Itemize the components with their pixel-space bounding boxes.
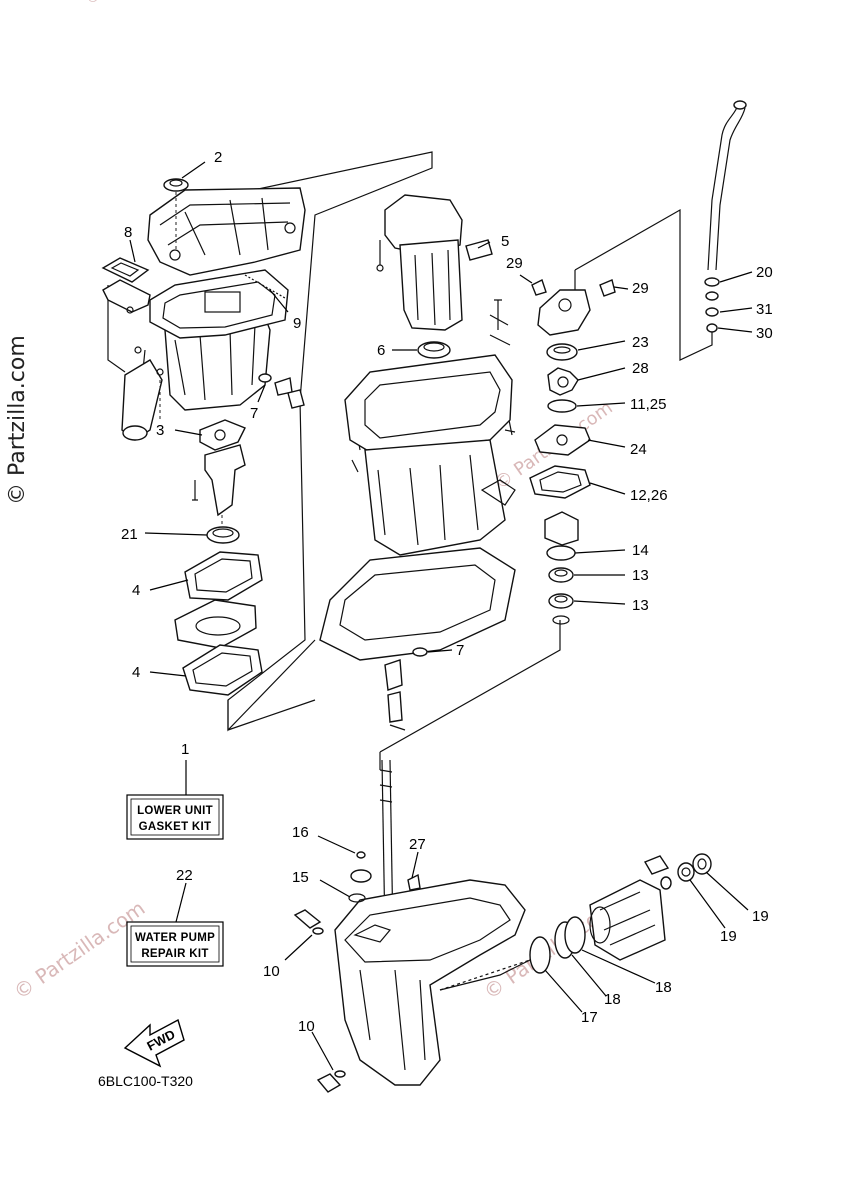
seal-part-6	[417, 341, 451, 359]
watermark-main: © Partzilla.com	[5, 335, 30, 505]
bolt-part-7-upper	[258, 373, 305, 409]
forward-arrow: FWD	[123, 1018, 185, 1068]
callout-12-26: 12,26	[630, 487, 668, 504]
callout-7-lower: 7	[456, 642, 464, 659]
kit-ref-22: 22	[176, 867, 193, 884]
kit-ref-1: 1	[181, 741, 189, 758]
kit-label-1: 1 LOWER UNIT GASKET KIT	[126, 741, 224, 840]
callout-9: 9	[293, 315, 301, 332]
callout-5: 5	[501, 233, 509, 250]
callout-3: 3	[156, 422, 164, 439]
water-pump-housing	[531, 279, 616, 336]
impeller-part-28	[547, 367, 579, 396]
leader-lines	[129, 161, 753, 1071]
plate-part-24	[534, 424, 591, 456]
callout-11-25: 11,25	[630, 396, 666, 413]
gasket-part-4-upper	[184, 551, 263, 601]
water-tube	[704, 100, 747, 333]
bolt-part-10-lower	[316, 1070, 346, 1093]
damper-part-5	[465, 239, 493, 261]
pump-base	[544, 511, 579, 546]
kit-22-line-2: REPAIR KIT	[141, 948, 208, 960]
exhaust-housing	[319, 354, 516, 661]
o-ring-part-17	[529, 936, 551, 974]
propeller-shaft-housing	[439, 855, 672, 991]
gasket-part-12-26	[529, 465, 591, 499]
callout-29-left: 29	[506, 255, 523, 272]
bolt-part-10-upper	[293, 909, 324, 935]
exhaust-guide-parts	[121, 346, 164, 441]
upper-casing-assembly	[147, 187, 306, 411]
callout-13-upper: 13	[632, 567, 649, 584]
seal-part-21	[206, 526, 240, 544]
callout-15: 15	[292, 869, 309, 886]
o-ring-part-11-25	[547, 399, 577, 413]
callout-29-right: 29	[632, 280, 649, 297]
seal-part-13-lower	[548, 593, 574, 625]
callout-16: 16	[292, 824, 309, 841]
callout-30: 30	[756, 325, 773, 342]
gasket-part-4-lower	[182, 644, 263, 696]
callout-21: 21	[121, 526, 138, 543]
seal-part-19-b	[692, 853, 712, 875]
seal-part-13-upper	[548, 567, 574, 583]
center-upper-casing	[376, 194, 463, 331]
callout-10-lower: 10	[298, 1018, 315, 1035]
callout-8: 8	[124, 224, 132, 241]
kit-22-line-1: WATER PUMP	[135, 932, 215, 944]
callout-4-upper: 4	[132, 582, 140, 599]
gear-case	[334, 879, 531, 1086]
small-parts-15-16-27	[348, 851, 421, 903]
callout-31: 31	[756, 301, 773, 318]
insert-part-23	[546, 343, 578, 361]
callout-19-left: 19	[720, 928, 737, 945]
callout-7-upper: 7	[250, 405, 258, 422]
callout-numbers: 2 8 9 7 3 21 4 4 5 6 7 29 29 20 31 30 23…	[121, 149, 773, 1035]
faint-watermarks: © Partzilla.com © Partzilla.com © Partzi…	[9, 0, 619, 1004]
callout-27: 27	[409, 836, 426, 853]
callout-20: 20	[756, 264, 773, 281]
callout-19-right: 19	[752, 908, 769, 925]
callout-14: 14	[632, 542, 649, 559]
diagram-code: 6BLC100-T320	[98, 1073, 193, 1089]
kit-label-22: 22 WATER PUMP REPAIR KIT	[126, 867, 224, 967]
callout-23: 23	[632, 334, 649, 351]
callout-24: 24	[630, 441, 647, 458]
callout-2: 2	[214, 149, 222, 166]
callout-18-right: 18	[655, 979, 672, 996]
drive-shaft-upper	[384, 647, 428, 731]
o-ring-part-18-b	[564, 916, 586, 954]
plate-part-8	[101, 257, 151, 314]
callout-4-lower: 4	[132, 664, 140, 681]
callout-18-left: 18	[604, 991, 621, 1008]
o-ring-part-14	[546, 545, 576, 561]
callout-28: 28	[632, 360, 649, 377]
callout-17: 17	[581, 1009, 598, 1026]
seal-part-19-a	[677, 862, 695, 882]
watermark-faint: © Partzilla.com	[83, 0, 181, 8]
kit-1-line-2: GASKET KIT	[139, 821, 212, 833]
callout-13-lower: 13	[632, 597, 649, 614]
callout-10-upper: 10	[263, 963, 280, 980]
callout-6: 6	[377, 342, 385, 359]
kit-1-line-1: LOWER UNIT	[137, 805, 213, 817]
seal-part-2	[163, 178, 189, 250]
gasket-part-3	[192, 419, 246, 525]
spacer-plate	[174, 599, 257, 649]
